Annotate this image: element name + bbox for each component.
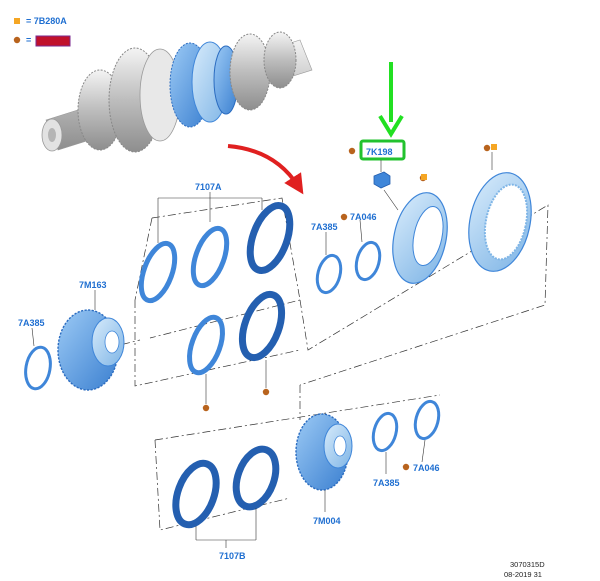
footer-date: 08-2019 31 — [504, 570, 542, 579]
part-7a385-low — [371, 411, 399, 474]
7107a-ring-1 — [138, 240, 178, 304]
part-7m163-gear — [57, 290, 125, 391]
red-pointer-arrow — [227, 144, 304, 195]
callout-7m163: 7M163 — [79, 280, 107, 290]
callout-labels: 7107A 7A385 7A046 7K198 7M163 7A385 7107… — [18, 147, 440, 561]
legend-dot-marker — [13, 36, 21, 44]
callout-7a046-top: 7A046 — [350, 212, 377, 222]
callout-7m004: 7M004 — [313, 516, 341, 526]
part-7a385-left — [24, 327, 52, 391]
part-7k198 — [348, 139, 406, 211]
7107b-ring-1 — [172, 459, 220, 529]
legend: = 7B280A = — [13, 16, 71, 47]
lower-sync-rings — [187, 290, 286, 412]
footer-code: 3070315D — [510, 560, 545, 569]
callout-7107a: 7107A — [195, 182, 222, 192]
callout-7a385-low: 7A385 — [373, 478, 400, 488]
sleeve-square-marker — [491, 144, 497, 150]
callout-7a385-top: 7A385 — [311, 222, 338, 232]
7k198-dot-marker — [348, 147, 356, 155]
lower-ring-dot-marker-1 — [202, 404, 210, 412]
7k198-insert-part — [373, 171, 391, 189]
callout-7107b: 7107B — [219, 551, 246, 561]
sync-ring-left — [187, 314, 225, 376]
callout-7k198: 7K198 — [366, 147, 393, 157]
hub-square-marker — [421, 174, 427, 180]
callout-7a385-left: 7A385 — [18, 318, 45, 328]
green-highlight-arrow — [378, 62, 404, 138]
7107b-ring-2 — [232, 445, 280, 511]
part-7m004-gear — [295, 413, 353, 512]
legend-item-2: = — [26, 35, 31, 45]
7a046-top-dot-marker — [340, 213, 348, 221]
part-7107a-group — [138, 192, 294, 304]
footer: 3070315D 08-2019 31 — [504, 560, 545, 579]
synchronizer-hub — [392, 174, 448, 284]
legend-item-1: = 7B280A — [26, 16, 67, 26]
legend-redacted-box — [35, 35, 71, 47]
shaft-assembly-illustration — [41, 31, 313, 153]
part-7107b-group — [172, 445, 280, 548]
part-7a046-low — [402, 399, 441, 471]
7107a-ring-2 — [190, 225, 230, 289]
synchronizer-sleeve — [468, 144, 532, 272]
7k198-highlight-box — [359, 139, 406, 161]
lower-ring-dot-marker-2 — [262, 388, 270, 396]
part-7a385-top — [315, 232, 343, 295]
legend-square-marker — [14, 18, 20, 24]
7107a-ring-3 — [246, 202, 294, 274]
sync-ring-right — [238, 290, 286, 362]
part-7a046-top — [340, 213, 382, 282]
callout-7a046-low: 7A046 — [413, 463, 440, 473]
7a046-low-dot-marker — [402, 463, 410, 471]
